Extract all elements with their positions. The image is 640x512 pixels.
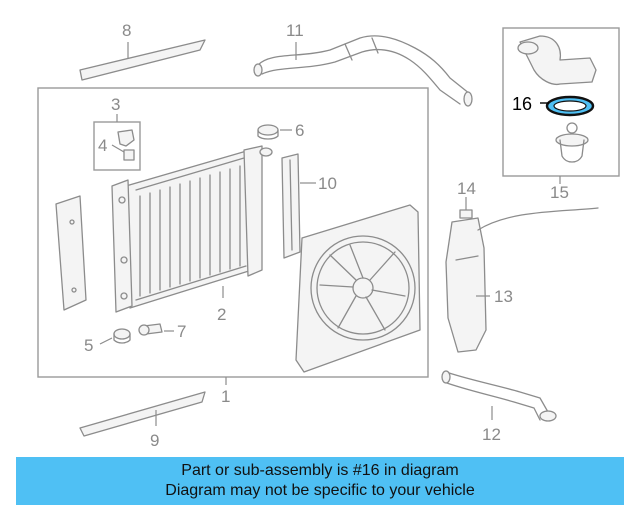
part-6-radiator-cap[interactable] <box>257 124 279 140</box>
part-14-reservoir-cap[interactable] <box>459 209 473 219</box>
part-8-upper-baffle[interactable] <box>79 39 206 81</box>
callout-9: 9 <box>150 431 159 450</box>
callout-5: 5 <box>84 336 93 355</box>
part-5-drain-plug[interactable] <box>113 328 131 344</box>
callout-3: 3 <box>111 95 120 114</box>
parts-diagram: 8 11 3 4 6 2 <box>37 21 620 450</box>
callout-10: 10 <box>318 174 337 193</box>
part-12-lower-hose[interactable] <box>441 370 557 422</box>
left-side-bracket[interactable] <box>55 195 87 311</box>
leader-5 <box>99 337 113 345</box>
part-13-coolant-reservoir[interactable] <box>445 207 599 353</box>
leader-4 <box>111 144 125 153</box>
part-11-upper-hose[interactable] <box>253 35 473 107</box>
part-9-lower-baffle[interactable] <box>79 391 206 437</box>
callout-2: 2 <box>217 305 226 324</box>
callout-13: 13 <box>494 287 513 306</box>
callout-8: 8 <box>122 21 131 40</box>
callout-15: 15 <box>550 183 569 202</box>
callout-16: 16 <box>512 94 532 114</box>
thermostat[interactable] <box>555 122 589 163</box>
part-10-side-seal[interactable] <box>281 153 301 259</box>
part-7-bolt[interactable] <box>138 323 163 336</box>
info-banner: Part or sub-assembly is #16 in diagram D… <box>16 457 624 505</box>
callout-6: 6 <box>295 121 304 140</box>
main-assembly-frame <box>37 87 429 378</box>
callout-7: 7 <box>177 322 186 341</box>
fan-shroud-assembly[interactable] <box>295 204 421 373</box>
callout-12: 12 <box>482 425 501 444</box>
callout-1: 1 <box>221 387 230 406</box>
callout-11: 11 <box>286 21 304 40</box>
thermostat-group-frame <box>502 27 620 177</box>
part-2-radiator[interactable] <box>111 145 273 313</box>
callout-4: 4 <box>98 136 107 155</box>
callout-14: 14 <box>457 179 476 198</box>
thermostat-housing[interactable] <box>517 35 597 86</box>
banner-line-2: Diagram may not be specific to your vehi… <box>165 482 475 499</box>
part-16-gasket[interactable] <box>545 95 595 117</box>
banner-line-1: Part or sub-assembly is #16 in diagram <box>181 462 459 479</box>
part-4-clip[interactable] <box>117 129 135 161</box>
